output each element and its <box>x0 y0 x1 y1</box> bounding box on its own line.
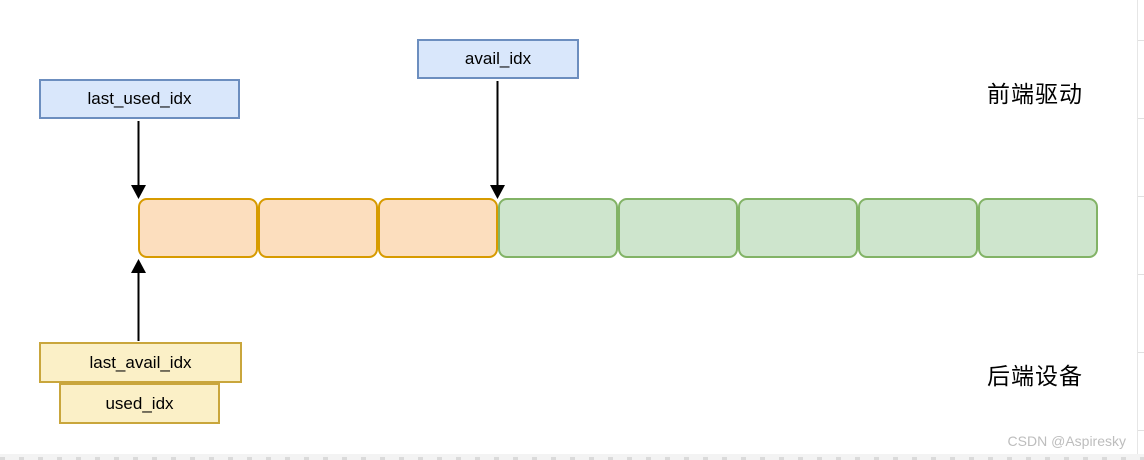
bottom-canvas-edge <box>0 454 1144 460</box>
front-driver-label: 前端驱动 <box>987 81 1083 107</box>
label-box-last-used-idx: last_used_idx <box>39 79 240 119</box>
ring-cell-used <box>258 198 378 258</box>
right-ruler-tick <box>1138 352 1144 353</box>
ring-cell-avail <box>498 198 618 258</box>
label-box-avail-idx: avail_idx <box>417 39 579 79</box>
right-ruler-tick <box>1138 40 1144 41</box>
ring-cell-avail <box>738 198 858 258</box>
back-device-label: 后端设备 <box>987 363 1083 389</box>
right-ruler-tick <box>1138 196 1144 197</box>
arrow-last-used-idx <box>131 121 146 199</box>
ring-cell-avail <box>858 198 978 258</box>
right-ruler-tick <box>1138 118 1144 119</box>
right-canvas-edge <box>1137 0 1138 454</box>
right-ruler-tick <box>1138 274 1144 275</box>
used-idx-label: used_idx <box>105 393 174 413</box>
arrow-last-avail-idx <box>131 259 146 341</box>
last-used-idx-label: last_used_idx <box>87 89 192 108</box>
avail-idx-label: avail_idx <box>464 49 532 68</box>
last-avail-idx-label: last_avail_idx <box>89 352 192 372</box>
label-box-used-idx: used_idx <box>59 383 220 424</box>
arrow-avail-idx <box>490 81 505 199</box>
ring-cell-avail <box>978 198 1098 258</box>
ring-buffer-row <box>138 198 1098 258</box>
ring-cell-used <box>138 198 258 258</box>
watermark: CSDN @Aspiresky <box>1007 433 1126 449</box>
ring-cell-used <box>378 198 498 258</box>
bottom-ruler-ticks <box>0 457 1144 460</box>
ring-cell-avail <box>618 198 738 258</box>
label-box-last-avail-idx: last_avail_idx <box>39 342 242 383</box>
right-ruler-tick <box>1138 430 1144 431</box>
